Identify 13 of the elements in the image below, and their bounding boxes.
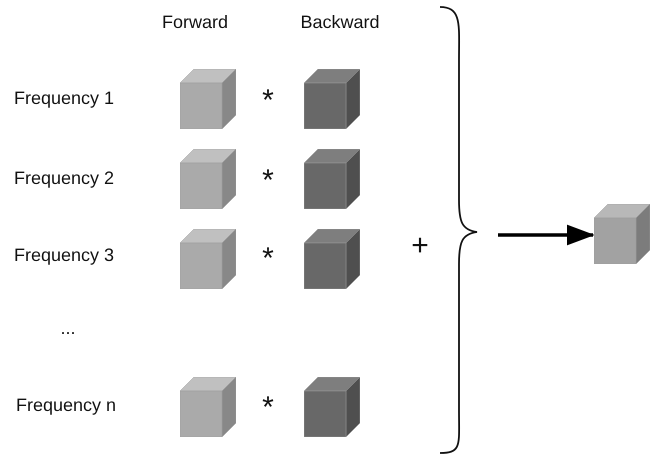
operator-symbol: * bbox=[262, 86, 274, 116]
text-label: ... bbox=[60, 319, 76, 337]
text-label: Backward bbox=[300, 13, 380, 31]
arrow bbox=[498, 224, 595, 246]
text-label: Frequency 2 bbox=[14, 169, 114, 187]
text-label: Frequency 1 bbox=[14, 89, 114, 107]
text-label: Frequency n bbox=[16, 396, 116, 414]
operator-symbol: * bbox=[262, 393, 274, 423]
operator-symbol: + bbox=[411, 231, 429, 261]
operator-symbol: * bbox=[262, 244, 274, 274]
operator-symbol: * bbox=[262, 166, 274, 196]
text-label: Forward bbox=[162, 13, 228, 31]
text-label: Frequency 3 bbox=[14, 246, 114, 264]
